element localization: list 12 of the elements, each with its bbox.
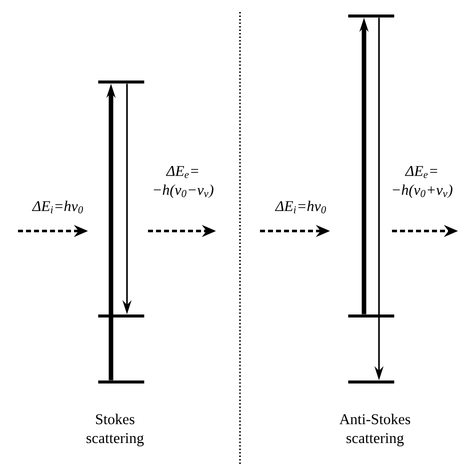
label-text: Stokes scattering: [86, 414, 144, 446]
energy-level: [348, 314, 394, 318]
energy-level: [98, 80, 144, 84]
energy-level: [98, 380, 144, 384]
label-text: ΔE$_{e}$= −h(v$_{0}$−v$_{v}$): [154, 166, 214, 198]
energy-level: [348, 380, 394, 384]
label-text: ΔE$_{e}$= −h(v$_{0}$+v$_{v}$): [392, 166, 452, 198]
energy-level: [348, 14, 394, 18]
label-text: Anti-Stokes scattering: [339, 414, 410, 446]
energy-level: [98, 314, 144, 318]
label-text: ΔE$_{i}$=hv$_{0}$: [32, 200, 83, 214]
label-text: ΔE$_{i}$=hv$_{0}$: [274, 200, 326, 214]
